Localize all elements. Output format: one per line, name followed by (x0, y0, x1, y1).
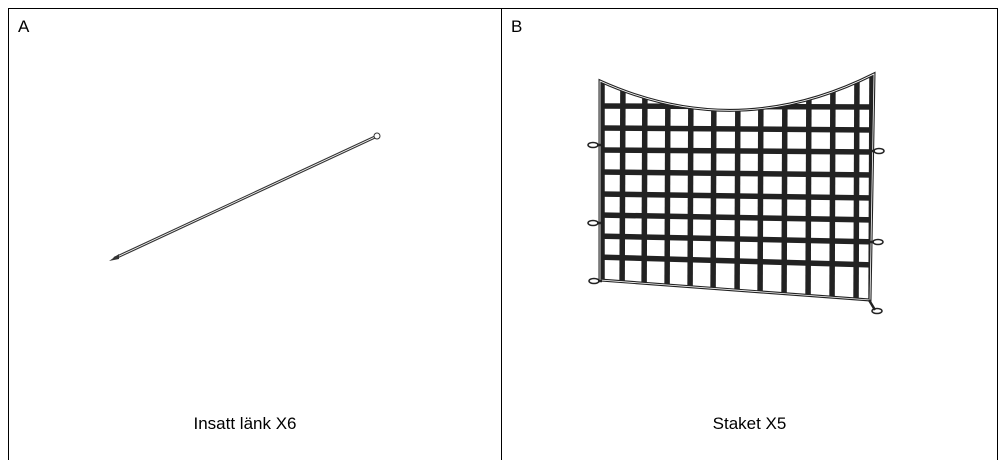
part-caption-a: Insatt länk X6 (193, 414, 297, 433)
part-letter-b: B (511, 17, 523, 36)
parts-table: A Insatt länk X6 B (8, 8, 998, 460)
part-cell-b: B (502, 9, 997, 460)
part-caption-b: Staket X5 (712, 414, 787, 433)
part-letter-a: A (18, 17, 30, 36)
fence-panel-image (587, 71, 885, 315)
insert-link-rod-image (109, 132, 381, 261)
part-cell-a: A Insatt länk X6 (9, 9, 502, 460)
